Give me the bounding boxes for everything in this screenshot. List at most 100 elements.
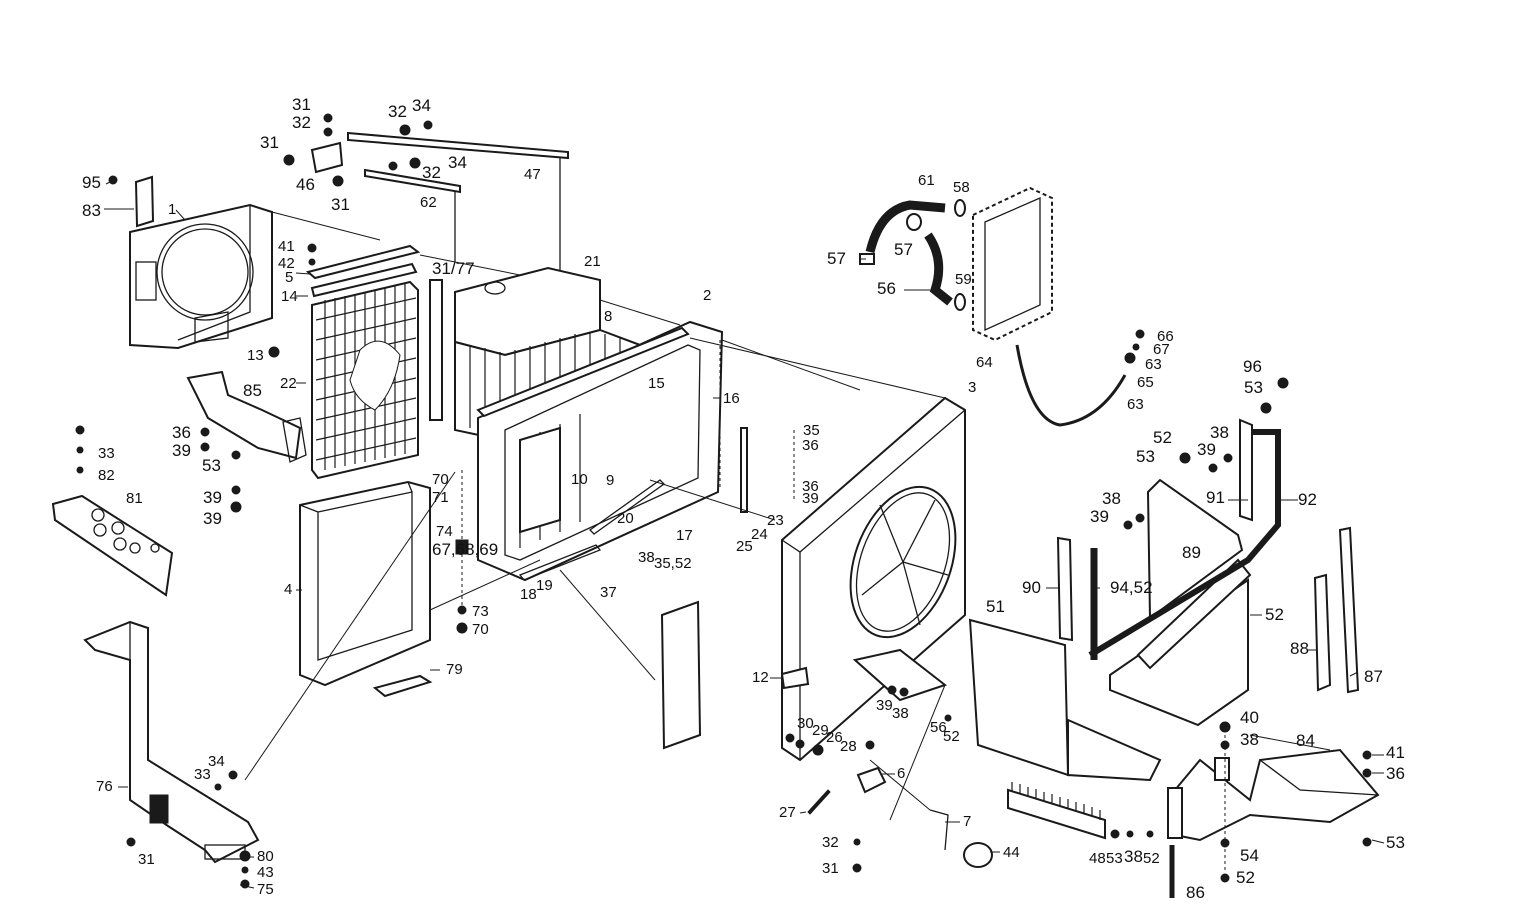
callout: 66 bbox=[1157, 328, 1174, 345]
part-hose-58 bbox=[859, 199, 966, 311]
callout: 31 bbox=[331, 195, 350, 214]
callout: 54 bbox=[1240, 846, 1259, 865]
callout: 46 bbox=[296, 175, 315, 194]
callout: 31 bbox=[260, 133, 279, 152]
callout: 31 bbox=[292, 95, 311, 114]
part-duct-83 bbox=[186, 370, 307, 463]
callout: 34 bbox=[208, 753, 225, 770]
callout: 36 bbox=[172, 423, 191, 442]
part-rod-23 bbox=[740, 427, 748, 513]
part-rod-44 bbox=[347, 131, 569, 270]
callout: 27 bbox=[779, 804, 796, 821]
callout: 56 bbox=[877, 279, 896, 298]
callout: 2 bbox=[703, 287, 711, 304]
callout: 56 bbox=[930, 719, 947, 736]
part-rod-85 bbox=[1338, 526, 1360, 694]
part-bar-15 bbox=[476, 326, 690, 418]
callout: 58 bbox=[953, 179, 970, 196]
callout: 38 bbox=[1124, 847, 1143, 866]
callout: 53 bbox=[1106, 850, 1123, 867]
callout: 96 bbox=[1243, 357, 1262, 376]
callout: 32 bbox=[422, 163, 441, 182]
callout: 91 bbox=[1206, 488, 1225, 507]
callout: 6 bbox=[897, 765, 905, 782]
callout: 53 bbox=[1244, 378, 1263, 397]
callout: 26 bbox=[826, 729, 843, 746]
callout: 39 bbox=[876, 697, 893, 714]
callout: 36 bbox=[802, 437, 819, 454]
callout: 41 bbox=[278, 238, 295, 255]
callout: 87 bbox=[1364, 667, 1383, 686]
part-strip-88 bbox=[1056, 536, 1098, 660]
callout: 63 bbox=[1145, 356, 1162, 373]
callout: 40 bbox=[1240, 708, 1259, 727]
callout: 33 bbox=[194, 766, 211, 783]
callout: 34 bbox=[448, 153, 467, 172]
part-expansion-tank-63 bbox=[972, 186, 1053, 342]
callout: 42 bbox=[278, 255, 295, 272]
callout: 38 bbox=[1240, 730, 1259, 749]
callout: 16 bbox=[723, 390, 740, 407]
callout: 39 bbox=[802, 490, 819, 507]
callout: 18 bbox=[520, 586, 537, 603]
callout: 17 bbox=[676, 527, 693, 544]
callout: 84 bbox=[1296, 731, 1315, 750]
callout: 31/77 bbox=[432, 259, 475, 278]
callout: 83 bbox=[82, 201, 101, 220]
callout: 39 bbox=[1090, 507, 1109, 526]
callout: 76 bbox=[96, 778, 113, 795]
callout: 53 bbox=[1386, 833, 1405, 852]
callout: 38 bbox=[638, 549, 655, 566]
callout: 63 bbox=[1127, 396, 1144, 413]
part-fan-housing-3 bbox=[781, 396, 966, 762]
callout: 65 bbox=[1137, 374, 1154, 391]
callout: 7 bbox=[963, 813, 971, 830]
part-radiator-core-22 bbox=[311, 280, 419, 480]
callout: 43 bbox=[257, 864, 274, 881]
callout: 53 bbox=[202, 456, 221, 475]
callout: 52 bbox=[1153, 428, 1172, 447]
callout: 41 bbox=[1386, 743, 1405, 762]
callout: 21 bbox=[584, 253, 601, 270]
callout: 71 bbox=[432, 489, 449, 506]
callout: 19 bbox=[536, 577, 553, 594]
callout: 25 bbox=[736, 538, 753, 555]
callout: 95 bbox=[82, 173, 101, 192]
hardware-bolts bbox=[75, 243, 469, 889]
callout: 67 bbox=[1153, 341, 1170, 358]
part-panel-48 bbox=[1088, 418, 1281, 727]
callout: 90 bbox=[1022, 578, 1041, 597]
callout: 29 bbox=[812, 722, 829, 739]
callout: 33 bbox=[98, 445, 115, 462]
callout: 88 bbox=[1290, 639, 1309, 658]
part-plate-96 bbox=[660, 600, 702, 750]
callout: 94,52 bbox=[1110, 578, 1153, 597]
callout: 52 bbox=[1265, 605, 1284, 624]
assembly-lines bbox=[244, 211, 1331, 870]
callout: 52 bbox=[1143, 850, 1160, 867]
part-bar-95 bbox=[429, 279, 443, 421]
callout: 24 bbox=[751, 526, 768, 543]
callout: 37 bbox=[600, 584, 617, 601]
part-bracket-75 bbox=[372, 674, 433, 698]
part-plate-47 bbox=[968, 618, 1162, 782]
callout: 36 bbox=[802, 478, 819, 495]
callout: 39 bbox=[1197, 440, 1216, 459]
callout: 32 bbox=[292, 113, 311, 132]
callout: 51 bbox=[986, 597, 1005, 616]
callout: 81 bbox=[126, 490, 143, 507]
part-strip-5 bbox=[305, 244, 421, 298]
callout: 22 bbox=[280, 375, 297, 392]
callout: 57 bbox=[894, 240, 913, 259]
callout: 47 bbox=[524, 166, 541, 183]
part-frame-4 bbox=[299, 480, 431, 687]
part-bracket-74 bbox=[83, 620, 260, 864]
callout: 85 bbox=[243, 381, 262, 400]
callout: 30 bbox=[797, 715, 814, 732]
part-plate-79 bbox=[51, 494, 174, 597]
callout: 23 bbox=[767, 512, 784, 529]
callout: 39 bbox=[172, 441, 191, 460]
callout: 64 bbox=[976, 354, 993, 371]
